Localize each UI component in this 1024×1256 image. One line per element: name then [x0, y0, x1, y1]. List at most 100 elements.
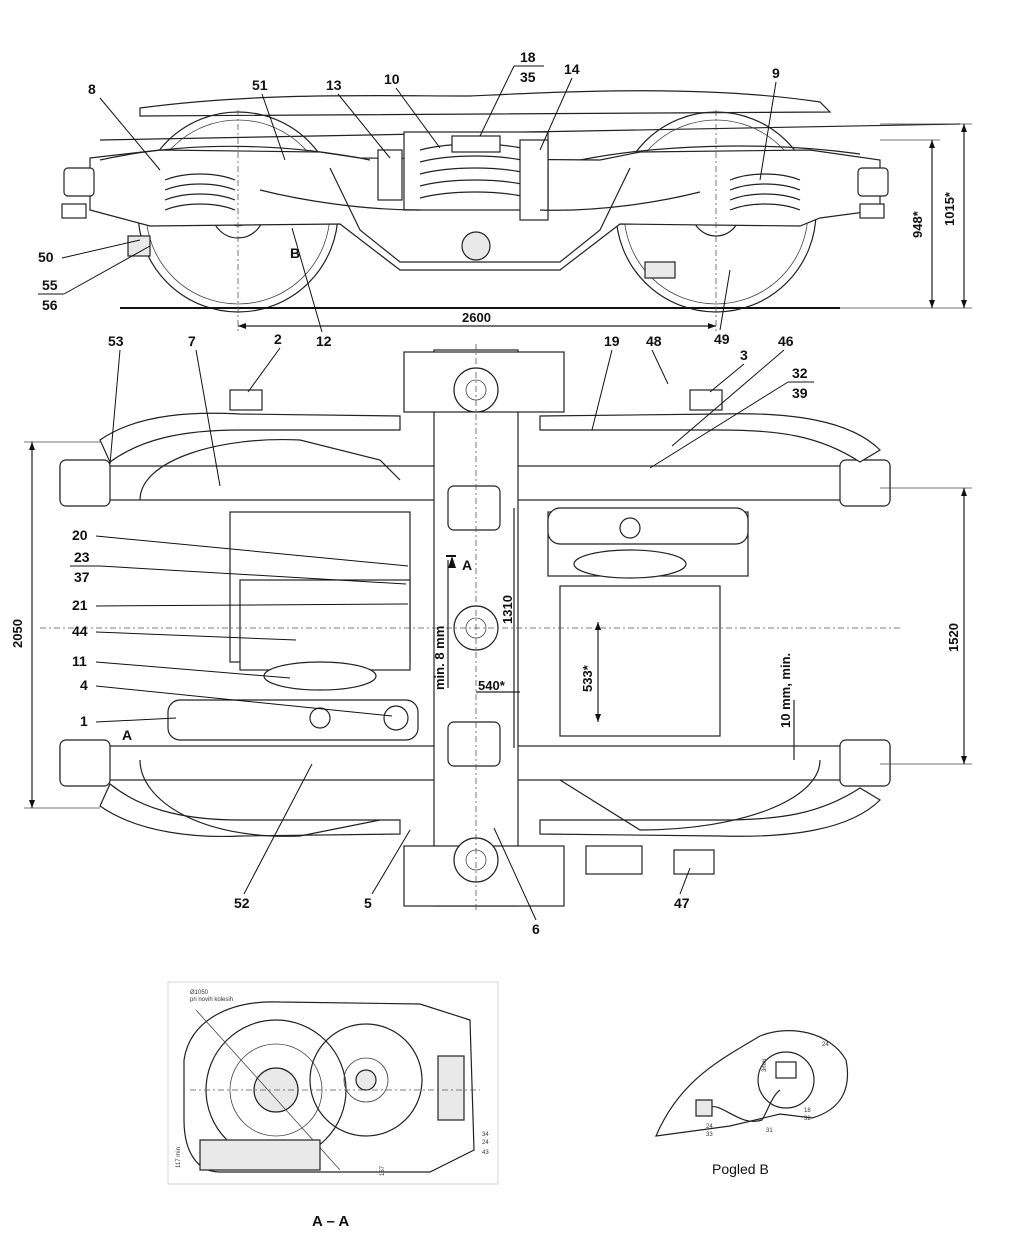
motor-nose — [437, 1055, 465, 1121]
left-primary-spring — [164, 173, 236, 211]
right-traction-motor — [559, 585, 721, 737]
vertical-damper — [519, 139, 549, 221]
brake-pipe-side — [99, 145, 861, 161]
connector-b — [695, 1099, 713, 1117]
pb-dim-3mm: 3mm — [762, 1059, 768, 1072]
reaction-link-left — [167, 699, 419, 741]
link-pin-right — [619, 517, 641, 539]
dim-1520-text: 1520 — [946, 623, 961, 652]
callout-18: 18 — [520, 49, 536, 65]
pb-callout-31: 31 — [766, 1128, 773, 1134]
pinion-ring — [343, 1057, 389, 1103]
upper-right-side-frame — [539, 413, 881, 463]
sensor-b — [775, 1061, 797, 1079]
side-view: 948* 1015* 2600 8 51 13 10 18 35 14 9 50… — [38, 49, 972, 349]
callout-50: 50 — [38, 249, 54, 265]
dim-2050-text: 2050 — [10, 619, 25, 648]
reaction-link-right — [547, 507, 749, 545]
callout-56: 56 — [42, 297, 58, 313]
dim-min8-text: min. 8 mm — [432, 626, 447, 690]
sanding-box — [127, 235, 151, 257]
gearbox-sump — [199, 1139, 321, 1171]
callout-4: 4 — [80, 677, 88, 693]
callout-51: 51 — [252, 77, 268, 93]
dim-10min-text: 10 mm, min. — [778, 653, 793, 728]
dim-540-text: 540* — [478, 678, 506, 693]
left-motor-body — [239, 579, 411, 671]
aa-callout-43: 43 — [482, 1150, 489, 1156]
callout-8: 8 — [88, 81, 96, 97]
callout-5: 5 — [364, 895, 372, 911]
lower-left-axle-end — [59, 739, 111, 787]
left-spring-plan — [263, 661, 377, 691]
callout-B: B — [290, 245, 300, 261]
sanding-device — [673, 849, 715, 875]
brake-linkage-right — [539, 191, 701, 211]
callout-11: 11 — [72, 653, 87, 669]
link-pin-left — [309, 707, 331, 729]
callout-10: 10 — [384, 71, 400, 87]
brake-linkage-left — [259, 189, 421, 211]
pipe-lower-right — [559, 759, 821, 831]
pipe-upper-left — [139, 438, 401, 501]
lower-lateral-stop — [447, 721, 501, 767]
callout-32: 32 — [792, 365, 808, 381]
callout-20: 20 — [72, 527, 88, 543]
pb-callout-33: 33 — [706, 1132, 713, 1138]
callout-23: 23 — [74, 549, 90, 565]
pinion-shaft — [355, 1069, 377, 1091]
upper-left-equipment — [229, 389, 263, 411]
callout-19: 19 — [604, 333, 620, 349]
lower-right-side-frame — [539, 787, 881, 837]
cable-b — [707, 1089, 781, 1123]
axle-box-cover-b — [757, 1051, 815, 1109]
pb-callout-32: 32 — [804, 1116, 811, 1122]
callout-12: 12 — [316, 333, 332, 349]
dim-1015-text: 1015* — [942, 191, 957, 226]
upper-right-axle-end — [839, 459, 891, 507]
section-a-a: Ø1050 pri novih kolesih 34 24 43 117 min… — [167, 981, 499, 1230]
right-lower-equipment — [644, 261, 676, 279]
spring-top-plate — [451, 135, 501, 153]
pb-callout-24b: 24 — [706, 1124, 713, 1130]
callout-14: 14 — [564, 61, 580, 77]
callout-47: 47 — [674, 895, 690, 911]
pb-callout-24a: 24 — [822, 1042, 829, 1048]
pb-callout-18: 18 — [804, 1108, 811, 1114]
left-end-box — [63, 167, 95, 197]
upper-left-side-frame — [99, 412, 401, 463]
callout-44: 44 — [72, 623, 88, 639]
aa-dim-157: 157 — [380, 1165, 386, 1176]
upper-lateral-stop — [447, 485, 501, 531]
upper-right-equipment — [689, 389, 723, 411]
right-spring-plan — [573, 549, 687, 579]
lower-right-axle-end — [839, 739, 891, 787]
centre-pivot — [461, 231, 491, 261]
callout-55: 55 — [42, 277, 58, 293]
callout-13: 13 — [326, 77, 342, 93]
callout-3: 3 — [740, 347, 748, 363]
axle-box-housing-b — [655, 1030, 849, 1137]
aa-callout-34: 34 — [482, 1132, 489, 1138]
callout-39: 39 — [792, 385, 808, 401]
callout-48: 48 — [646, 333, 662, 349]
section-mark-A: A — [462, 557, 472, 573]
aa-dim-117: 117 min — [176, 1147, 182, 1168]
aa-note-2: pri novih kolesih — [190, 997, 233, 1003]
callout-37: 37 — [74, 569, 90, 585]
callout-49: 49 — [714, 331, 730, 347]
dim-1310-text: 1310 — [500, 595, 515, 624]
callout-53: 53 — [108, 333, 124, 349]
lower-left-side-frame — [99, 783, 401, 838]
callout-A-plan: A — [122, 727, 132, 743]
pipe-lower-left — [139, 759, 381, 837]
link-pin-centre — [383, 705, 409, 731]
damper-left — [377, 149, 403, 201]
right-lower-box — [859, 203, 885, 219]
right-end-box — [857, 167, 889, 197]
upper-left-axle-end — [59, 459, 111, 507]
pinion-housing — [309, 1023, 423, 1137]
plan-view: 2050 1520 1310 min. 8 mm A 540* 533* 10 … — [10, 331, 972, 937]
callout-1: 1 — [80, 713, 88, 729]
